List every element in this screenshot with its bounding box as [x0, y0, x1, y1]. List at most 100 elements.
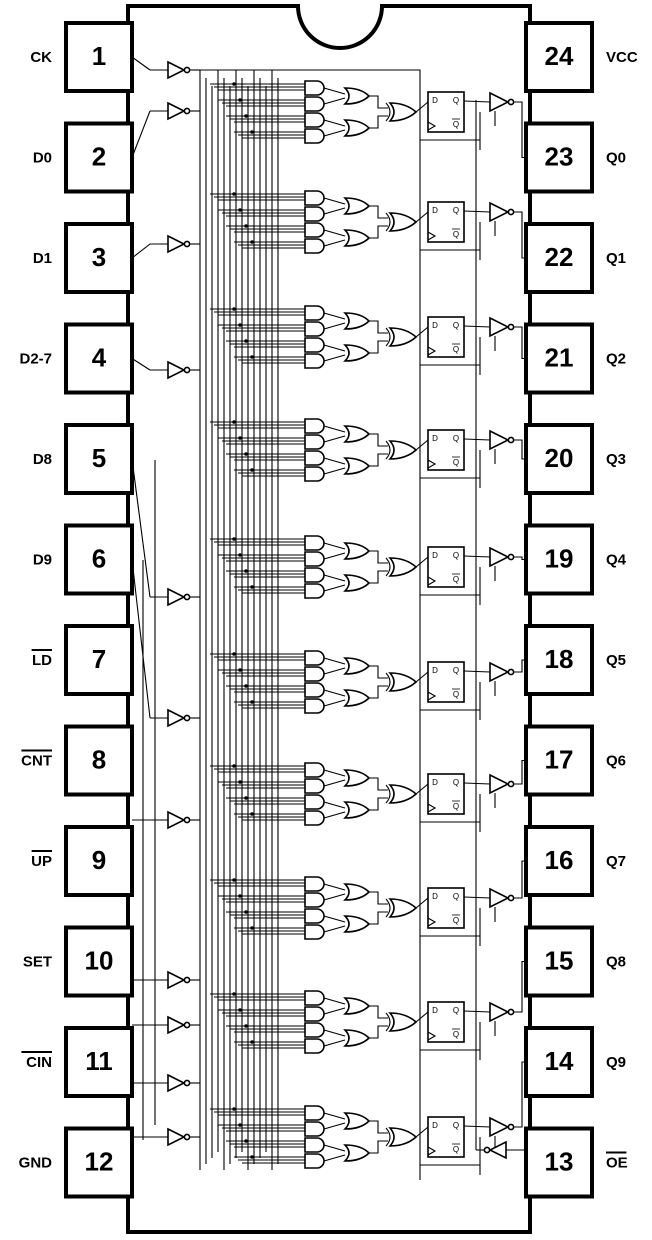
- pin-3: 3D1: [33, 222, 134, 294]
- junction-dot: [238, 1008, 242, 1012]
- wire: [323, 119, 346, 127]
- and-gate: [304, 551, 325, 567]
- pin-6: 6D9: [33, 523, 134, 596]
- and-gate: [304, 892, 325, 908]
- pin-number: 20: [545, 443, 574, 473]
- junction-dot: [232, 82, 236, 86]
- xor-gate: [388, 327, 418, 347]
- junction-dot: [244, 452, 248, 456]
- ff-qbar-label: Q: [453, 1030, 459, 1039]
- xor-gate: [388, 440, 418, 460]
- wire: [463, 100, 491, 103]
- pin-2: 2D0: [33, 121, 134, 194]
- ff-d-label: D: [432, 778, 438, 787]
- junction-dot: [244, 114, 248, 118]
- ff-qbar-label: Q: [453, 916, 459, 925]
- ff-qbar-label: Q: [453, 458, 459, 467]
- output-wire: [514, 439, 526, 460]
- inversion-bubble: [483, 1146, 491, 1154]
- wire: [463, 1010, 491, 1013]
- wire: [323, 883, 346, 891]
- wire: [323, 1029, 346, 1037]
- wire: [323, 344, 346, 352]
- junction-dot: [238, 780, 242, 784]
- wire: [323, 1112, 346, 1120]
- and-gate: [304, 222, 325, 238]
- pin-7: 7LD: [31, 624, 134, 696]
- wire: [369, 340, 388, 354]
- or-gate: [343, 657, 371, 675]
- wire: [369, 205, 388, 219]
- pin-label: CNT: [21, 752, 52, 769]
- wire: [369, 453, 388, 467]
- wire: [323, 207, 346, 215]
- clock-line: [190, 69, 421, 1180]
- clock-marker: [427, 917, 437, 927]
- wire: [323, 657, 346, 665]
- pin-8: 8 CNT: [21, 724, 134, 797]
- wire: [415, 1126, 429, 1138]
- wire: [369, 1005, 388, 1019]
- output-buffer: [489, 773, 510, 795]
- pin-number: 8: [92, 744, 106, 774]
- xor-gate-curve: [385, 672, 391, 692]
- and-gate: [304, 535, 325, 551]
- or-gate: [343, 1029, 371, 1047]
- inversion-bubble: [183, 1133, 191, 1141]
- buffer-gate: [167, 1073, 191, 1093]
- junction-dot: [232, 992, 236, 996]
- clock-marker: [427, 576, 437, 586]
- or-gate: [343, 542, 371, 560]
- pin-box: [64, 624, 134, 696]
- junction-dot: [238, 208, 242, 212]
- and-gate: [304, 321, 325, 337]
- and-gate: [304, 876, 325, 892]
- wire: [463, 325, 491, 328]
- wire: [369, 797, 388, 811]
- pin-box: [64, 724, 134, 797]
- and-gate: [304, 762, 325, 778]
- junction-dot: [232, 652, 236, 656]
- wire: [415, 1011, 429, 1023]
- output-wire: [514, 1061, 526, 1128]
- junction-dot: [232, 1107, 236, 1111]
- pin-label: SET: [23, 953, 52, 970]
- wire: [323, 425, 346, 433]
- junction-dot: [250, 812, 254, 816]
- pin-label: CIN: [26, 1054, 52, 1071]
- output-wire: [514, 860, 526, 899]
- or-gate: [343, 997, 371, 1015]
- wire: [369, 891, 388, 905]
- and-gate: [304, 418, 325, 434]
- wire: [323, 779, 346, 787]
- wire: [369, 225, 388, 239]
- input-wire: [131, 559, 151, 719]
- wire: [323, 1039, 346, 1047]
- output-bubble: [507, 436, 515, 444]
- xor-gate-curve: [385, 784, 391, 804]
- pin-label: Q2: [606, 350, 626, 367]
- wire: [369, 1140, 388, 1154]
- wire: [463, 896, 491, 899]
- pin-1: 1CK: [30, 21, 134, 93]
- pin-box: [64, 1026, 134, 1098]
- junction-dot: [238, 1123, 242, 1127]
- pin-number: 5: [92, 443, 106, 473]
- ff-q-label: Q: [453, 1121, 459, 1130]
- pin-label: Q8: [606, 953, 626, 970]
- wire: [323, 689, 346, 697]
- wire: [323, 354, 346, 362]
- inversion-bubble: [183, 1021, 191, 1029]
- and-gate: [304, 96, 325, 112]
- wire: [369, 1025, 388, 1039]
- wire: [323, 1144, 346, 1152]
- input-wire: [131, 56, 151, 71]
- output-buffer: [489, 1001, 510, 1023]
- pin-number: 3: [92, 242, 106, 272]
